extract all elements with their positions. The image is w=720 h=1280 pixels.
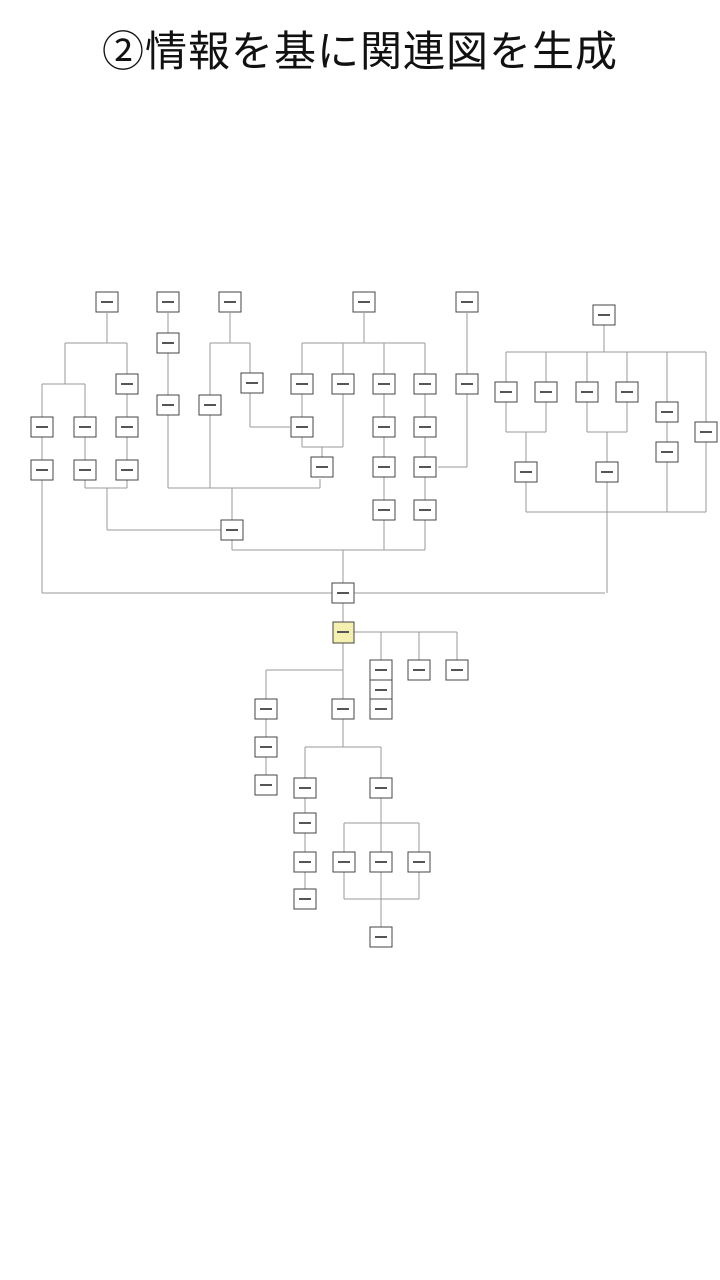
diagram-node — [615, 381, 639, 403]
diagram-node — [407, 851, 431, 873]
diagram-node — [240, 372, 264, 394]
diagram-node — [369, 659, 393, 681]
diagram-node — [534, 381, 558, 403]
diagram-node — [595, 461, 619, 483]
diagram-node — [369, 926, 393, 948]
diagram-node — [413, 416, 437, 438]
diagram-node — [95, 291, 119, 313]
diagram-node — [331, 698, 355, 720]
diagram-node — [115, 416, 139, 438]
diagram-node — [254, 736, 278, 758]
diagram-node — [293, 812, 317, 834]
diagram-node — [592, 304, 616, 326]
diagram-node — [575, 381, 599, 403]
page-title: ②情報を基に関連図を生成 — [101, 27, 618, 76]
diagram-node — [290, 416, 314, 438]
diagram-node — [331, 582, 355, 604]
diagram-node — [73, 416, 97, 438]
diagram-node — [369, 679, 393, 701]
diagram-node — [30, 459, 54, 481]
diagram-node — [156, 394, 180, 416]
diagram-node — [290, 373, 314, 395]
diagram-node — [156, 291, 180, 313]
diagram-node — [293, 851, 317, 873]
diagram-node — [331, 373, 355, 395]
diagram-node — [413, 456, 437, 478]
diagram-node — [198, 394, 222, 416]
diagram-node — [372, 416, 396, 438]
diagram-node — [372, 499, 396, 521]
diagram-node — [332, 851, 356, 873]
diagram-node — [369, 851, 393, 873]
diagram-node — [352, 291, 376, 313]
diagram-node — [218, 291, 242, 313]
diagram-node — [369, 777, 393, 799]
diagram-node — [254, 698, 278, 720]
diagram-node — [655, 401, 679, 423]
diagram-node — [30, 416, 54, 438]
diagram-node — [369, 698, 393, 720]
highlighted-central-node — [332, 621, 355, 644]
diagram-node — [455, 373, 479, 395]
diagram-node — [293, 888, 317, 910]
diagram-node — [220, 519, 244, 541]
diagram-node — [514, 461, 538, 483]
diagram-node — [445, 659, 469, 681]
diagram-node — [455, 291, 479, 313]
diagram-node — [407, 659, 431, 681]
diagram-node — [73, 459, 97, 481]
diagram-node — [310, 456, 334, 478]
diagram-node — [115, 459, 139, 481]
diagram-node — [413, 499, 437, 521]
diagram-node — [413, 373, 437, 395]
diagram-node — [372, 373, 396, 395]
diagram-node — [494, 381, 518, 403]
diagram-node — [655, 441, 679, 463]
diagram-node — [293, 777, 317, 799]
diagram-node — [372, 456, 396, 478]
diagram-node — [115, 373, 139, 395]
diagram-node — [254, 774, 278, 796]
diagram-node — [156, 332, 180, 354]
diagram-node — [694, 421, 718, 443]
